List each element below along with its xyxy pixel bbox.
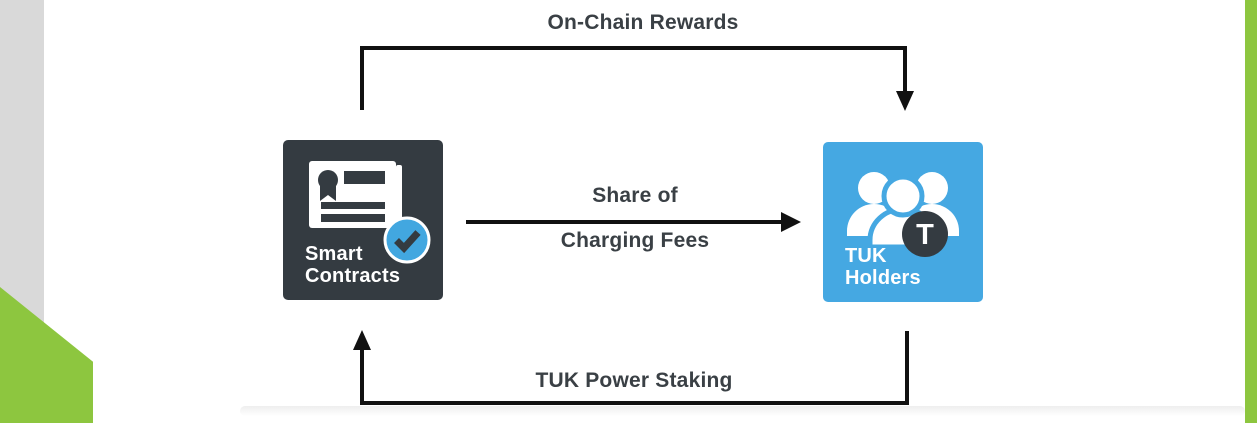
right-green-bar-decoration <box>1245 0 1257 423</box>
tuk-holders-label-line2: Holders <box>845 267 921 289</box>
check-badge-icon <box>383 216 431 264</box>
slide-bottom-edge-shadow <box>240 406 1245 416</box>
token-t-badge-icon: T <box>902 211 948 257</box>
arrow-down-head-icon <box>896 91 914 111</box>
people-group-icon: T <box>847 172 959 257</box>
contract-document-icon <box>309 161 402 228</box>
on-chain-rewards-arrow-line <box>360 46 907 110</box>
smart-contracts-label-line2: Contracts <box>305 265 401 287</box>
tuk-holders-node: T TUK Holders <box>823 142 983 302</box>
share-of-label: Share of <box>592 184 678 207</box>
smart-contracts-node-label: Smart Contracts <box>305 243 400 287</box>
tuk-power-staking-label: TUK Power Staking <box>535 369 733 392</box>
tuk-holders-label-line1: TUK <box>845 245 887 267</box>
arrow-right-head-icon <box>781 212 801 232</box>
charging-fees-label: Charging Fees <box>560 229 710 252</box>
on-chain-rewards-label: On-Chain Rewards <box>547 11 739 34</box>
token-badge-letter: T <box>916 219 934 251</box>
tuk-power-staking-arrow-line <box>360 331 909 405</box>
smart-contracts-node: Smart Contracts <box>283 140 443 300</box>
tuk-holders-node-label: TUK Holders <box>845 245 921 289</box>
smart-contracts-label-line1: Smart <box>305 243 363 265</box>
arrow-up-head-icon <box>353 330 371 350</box>
